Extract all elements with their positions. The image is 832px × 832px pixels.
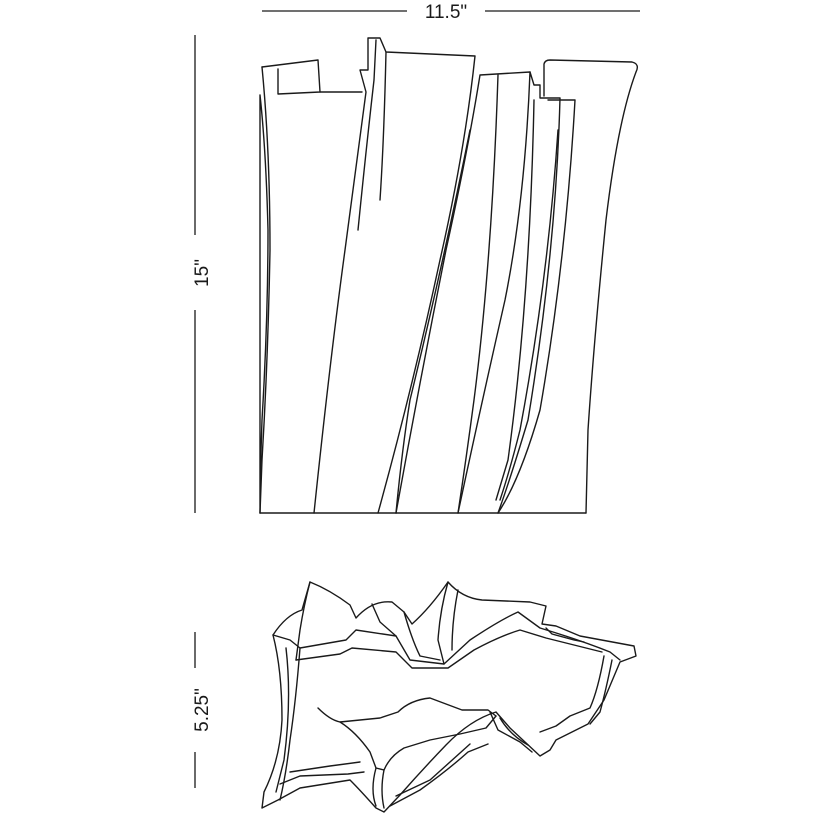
front-panel-3-edge bbox=[457, 74, 499, 514]
front-elevation-view bbox=[259, 37, 639, 514]
front-panel-2-inner bbox=[379, 51, 387, 201]
plan-upper-fold-left bbox=[295, 581, 311, 661]
front-panel-5-fold bbox=[499, 129, 559, 501]
plan-outer-contour bbox=[261, 581, 637, 813]
plan-upper-wall bbox=[299, 611, 621, 665]
front-panel-5 bbox=[497, 99, 576, 514]
front-right-panel bbox=[543, 59, 639, 514]
plan-lower-edge bbox=[389, 743, 489, 807]
depth-dimension: 5.25" bbox=[192, 632, 213, 788]
front-panel-4-fold bbox=[495, 99, 535, 501]
plan-right-wall bbox=[539, 655, 605, 733]
plan-upper-fold-mid2 bbox=[403, 611, 441, 661]
plan-lower-edge-inner bbox=[395, 743, 471, 797]
plan-lower-fold-mid bbox=[381, 769, 385, 809]
plan-upper-fold-right bbox=[437, 581, 449, 665]
front-panel-3-fold bbox=[395, 129, 471, 514]
plan-lower-fold-right bbox=[489, 711, 533, 753]
plan-lower-fold-right2 bbox=[499, 717, 529, 746]
plan-right-tab bbox=[545, 627, 585, 643]
front-left-edge bbox=[259, 94, 269, 514]
height-dimension: 15" bbox=[192, 35, 213, 513]
plan-right-wall-inner bbox=[589, 659, 613, 725]
front-panel-3 bbox=[395, 71, 531, 514]
depth-label: 5.25" bbox=[192, 688, 213, 732]
height-label: 15" bbox=[192, 259, 213, 287]
top-plan-view bbox=[261, 581, 637, 813]
plan-lower-wall-inner bbox=[339, 715, 497, 771]
plan-bottom-left-wall-inner bbox=[289, 761, 361, 773]
plan-left-wall-inner bbox=[275, 647, 290, 793]
plan-upper-wall-inner bbox=[295, 629, 603, 669]
plan-upper-fold-right2 bbox=[451, 589, 459, 651]
front-left-panel bbox=[259, 66, 271, 514]
width-label: 11.5" bbox=[425, 2, 467, 23]
plan-lower-wall bbox=[317, 697, 497, 723]
front-panel-2-fold bbox=[357, 39, 377, 231]
front-panel-2 bbox=[313, 37, 476, 514]
plan-lower-fold-mid2 bbox=[372, 767, 377, 807]
front-left-top bbox=[261, 59, 321, 95]
width-dimension: 11.5" bbox=[262, 2, 640, 23]
front-panel-4 bbox=[497, 71, 561, 514]
plan-bottom-left-wall bbox=[279, 771, 365, 785]
plan-upper-fold-mid bbox=[371, 603, 397, 637]
plan-left-wall bbox=[272, 634, 301, 801]
